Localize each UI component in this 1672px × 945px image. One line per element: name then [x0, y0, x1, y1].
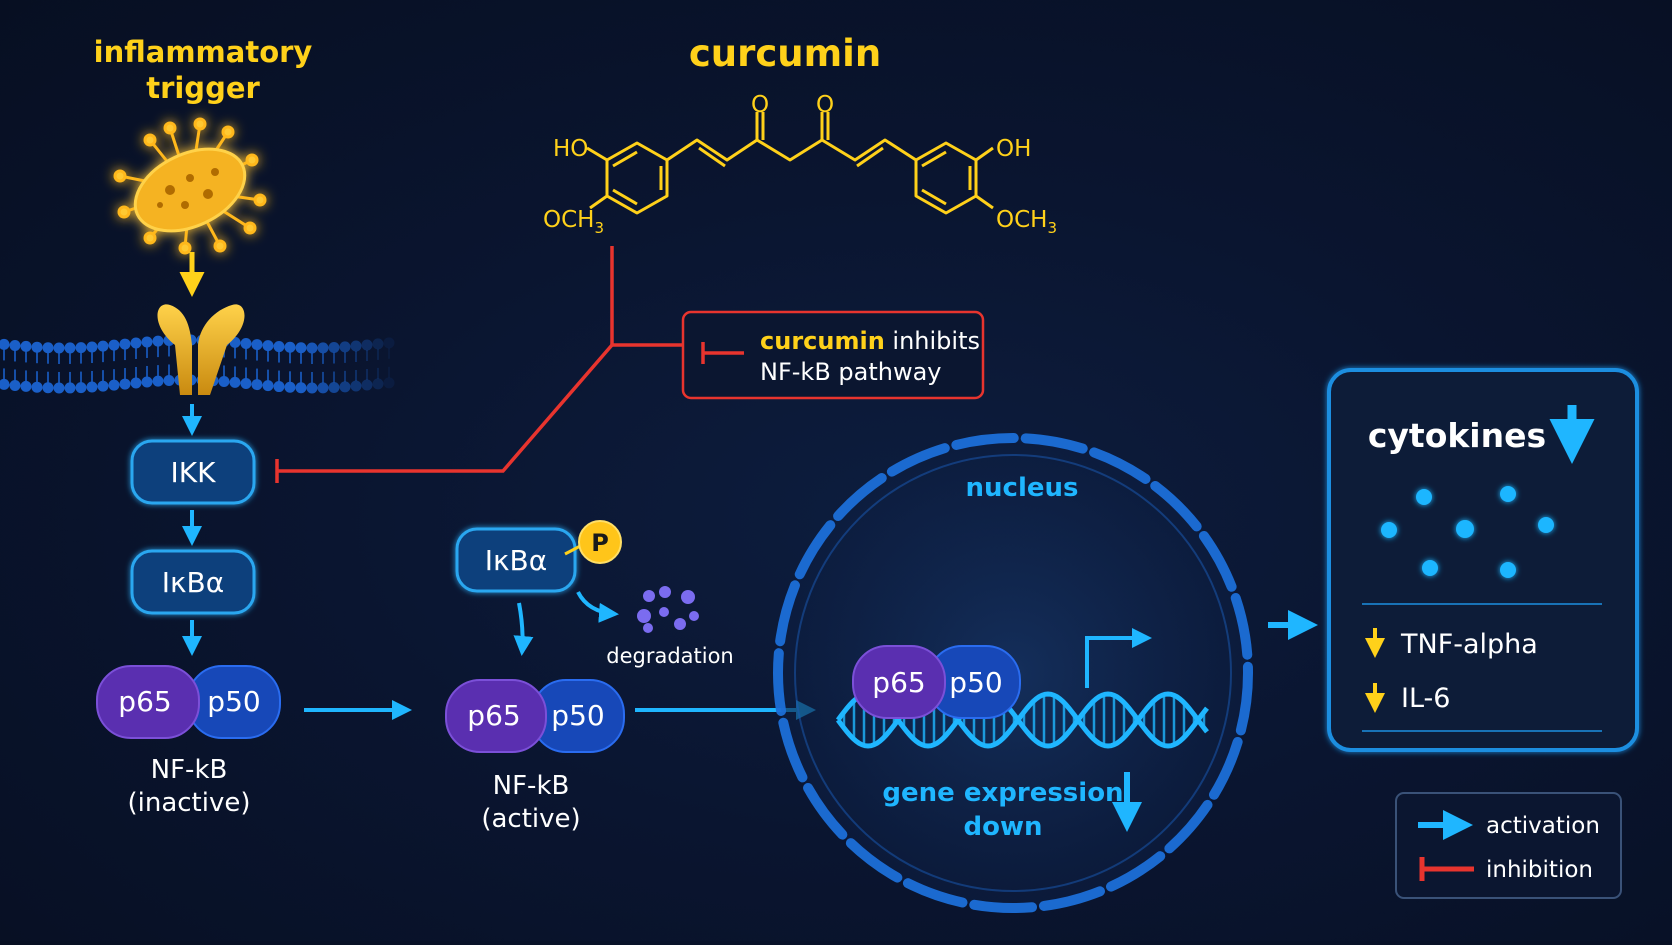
cell-membrane: [0, 334, 395, 394]
nfkb-inactive-complex: [96, 665, 281, 739]
phosphate-icon: [578, 520, 622, 564]
transcription-arrow: [1085, 628, 1152, 688]
p65-label-active: p65: [467, 699, 520, 732]
ikba-phospho-label: IκBα: [485, 544, 547, 577]
curcumin-ho: HO: [553, 136, 588, 162]
curcumin-inhibition-line: [275, 246, 683, 483]
p50-label-active: p50: [551, 699, 604, 732]
curcumin-oxygen-right: O: [816, 92, 834, 118]
nfkb-active-label: NF-kB: [493, 771, 570, 801]
ikba-phospho-node: [455, 527, 577, 593]
legend-inhibition-label: inhibition: [1486, 857, 1593, 883]
nfkb-active-complex: [445, 679, 625, 753]
curcumin-och3-right: OCH3: [996, 207, 1057, 237]
curcumin-title: curcumin: [689, 32, 881, 75]
degradation-label: degradation: [606, 644, 734, 668]
p65-label-nuclear: p65: [872, 666, 925, 699]
cytokines-panel: [1327, 368, 1639, 752]
callout-line2: NF-kB pathway: [760, 358, 942, 386]
cytokines-title: cytokines: [1368, 416, 1546, 455]
ikk-label: IKK: [171, 456, 217, 489]
ikba-node: [130, 549, 256, 615]
p50-label: p50: [207, 685, 260, 718]
legend-activation-label: activation: [1486, 813, 1600, 839]
receptor-icon: [157, 304, 245, 395]
degradation-icon: [637, 586, 699, 633]
bacterium-icon: [113, 117, 267, 255]
nucleus-label: nucleus: [966, 473, 1079, 503]
p65-label: p65: [118, 685, 171, 718]
cytokine-item: IL-6: [1401, 683, 1450, 714]
curcumin-oxygen-left: O: [751, 92, 769, 118]
inhibit-symbol: [701, 342, 744, 364]
nfkb-inactive-label: NF-kB: [151, 755, 228, 785]
gene-expression-down: down: [963, 812, 1042, 842]
callout-highlight: curcumin: [760, 327, 885, 355]
ikba-label: IκBα: [162, 566, 224, 599]
trigger-label-line2: trigger: [146, 71, 260, 105]
curcumin-structure: [586, 112, 994, 215]
curcumin-oh: OH: [996, 136, 1031, 162]
trigger-label: inflammatory: [94, 35, 313, 69]
cytokine-item: TNF-alpha: [1400, 629, 1538, 660]
p50-label-nuclear: p50: [949, 666, 1002, 699]
cytokine-dots-icon: [1381, 486, 1554, 578]
nfkb-bound-complex: [852, 645, 1021, 719]
nfkb-inactive-state: (inactive): [127, 788, 250, 818]
inhibition-callout: [681, 310, 985, 400]
callout-line1: curcumin inhibits: [760, 327, 980, 355]
phosphate-label: P: [591, 529, 609, 557]
nfkb-active-state: (active): [481, 804, 580, 834]
gene-expression-label: gene expression: [882, 778, 1123, 808]
ikk-node: [130, 439, 256, 505]
legend-inhibition-icon: [1419, 857, 1474, 881]
curcumin-och3-left: OCH3: [543, 207, 604, 237]
